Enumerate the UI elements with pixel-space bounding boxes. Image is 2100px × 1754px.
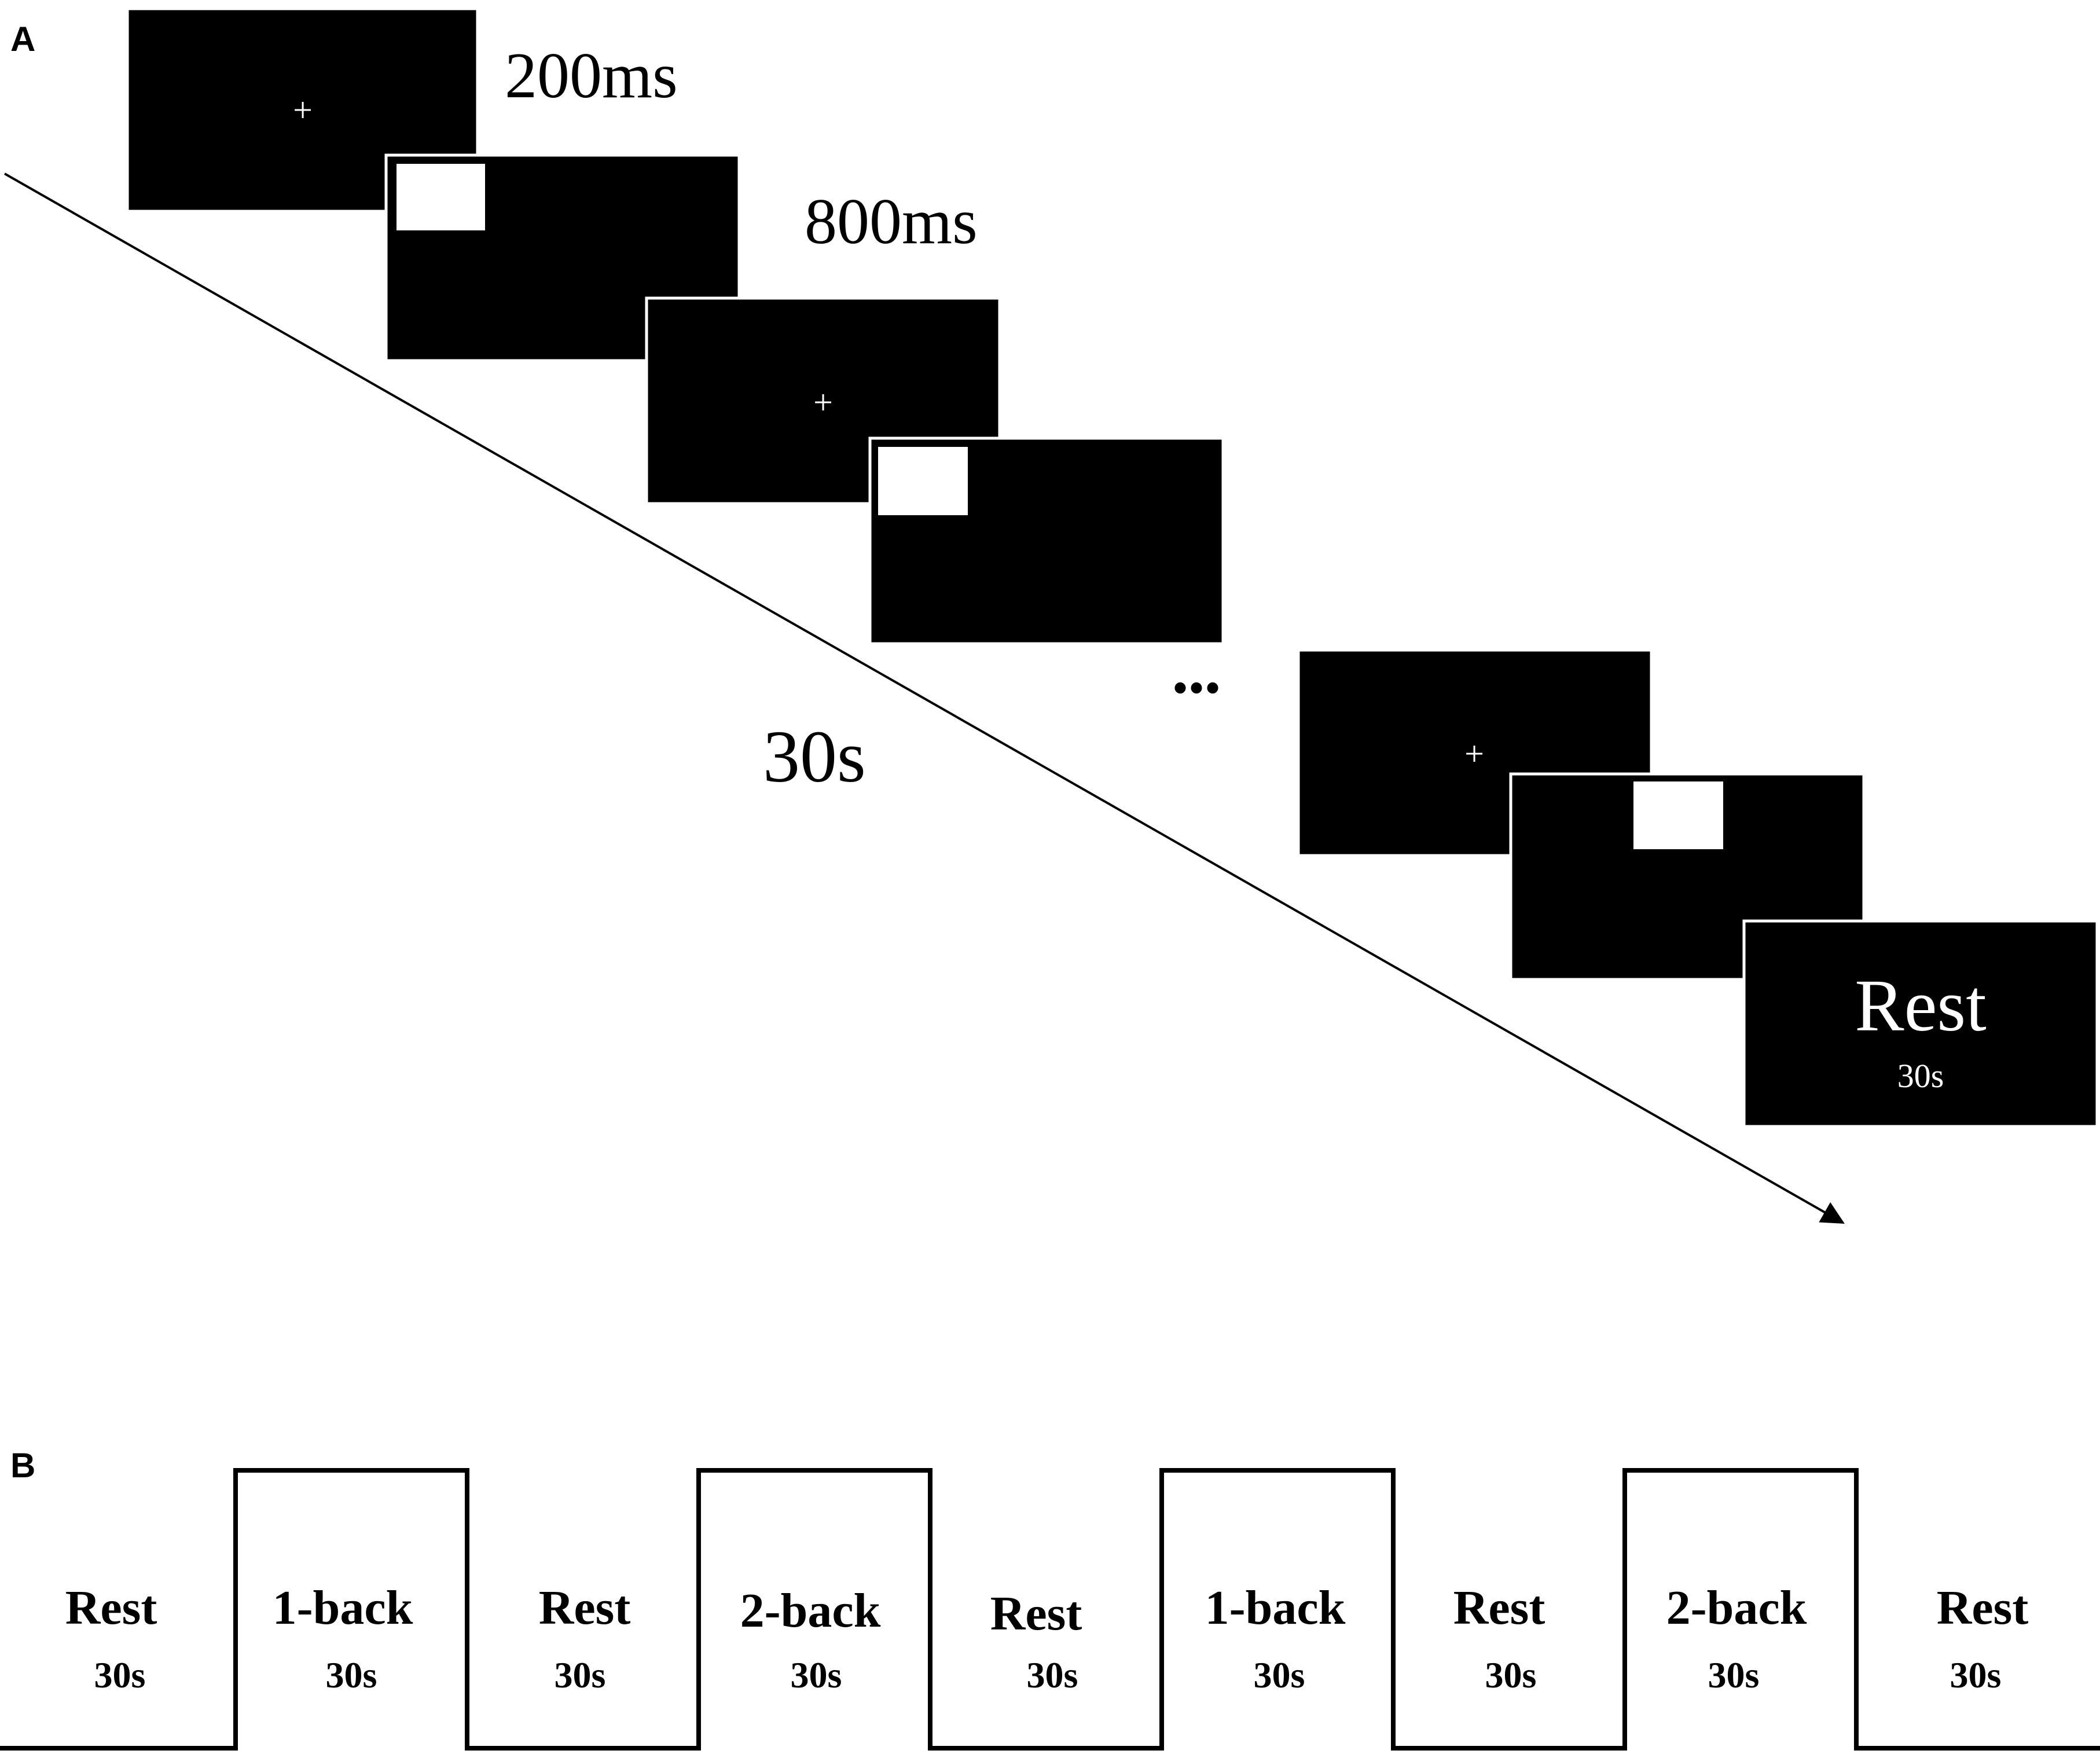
block-duration: 30s: [326, 1654, 377, 1696]
rest-screen: Rest 30s: [1742, 919, 2099, 1128]
stimulus-screen-2: [868, 436, 1225, 645]
stimulus-square: [1633, 781, 1723, 849]
fixation-cross: +: [293, 91, 313, 129]
block-name: 2-back: [1666, 1581, 1807, 1635]
block-duration: 30s: [1485, 1654, 1537, 1696]
panel-b-label: B: [10, 1446, 35, 1485]
block-duration: 30s: [1708, 1654, 1760, 1696]
block-name: Rest: [1937, 1581, 2029, 1635]
block-name: 1-back: [273, 1581, 413, 1635]
timeline-arrow: [4, 173, 1845, 1224]
block-name: Rest: [65, 1581, 157, 1635]
block-name: Rest: [539, 1581, 631, 1635]
rest-screen-title: Rest: [1855, 964, 1987, 1047]
block-name: Rest: [990, 1587, 1082, 1641]
ellipsis: •••: [1172, 663, 1221, 714]
rest-screen-duration: 30s: [1897, 1057, 1944, 1095]
block-duration: 30s: [791, 1654, 842, 1696]
stimulus-duration-label: 800ms: [805, 186, 978, 258]
block-name: Rest: [1453, 1581, 1545, 1635]
block-duration: 30s: [555, 1654, 606, 1696]
panel-a-label: A: [10, 20, 35, 58]
block-name: 2-back: [740, 1584, 881, 1638]
stimulus-square: [878, 447, 968, 515]
fixation-cross: +: [813, 383, 833, 421]
block-design-waveform: [0, 1468, 2100, 1751]
fixation-cross: +: [1464, 735, 1484, 773]
block-labels: Rest 30s 1-back 30s Rest 30s 2-back 30s …: [65, 1581, 2029, 1696]
block-duration: 30s: [1027, 1654, 1078, 1696]
block-duration-label: 30s: [763, 715, 866, 798]
block-duration: 30s: [1254, 1654, 1305, 1696]
block-duration: 30s: [94, 1654, 146, 1696]
stimulus-square: [396, 164, 485, 230]
block-duration: 30s: [1950, 1654, 2002, 1696]
fixation-duration-label: 200ms: [505, 40, 678, 112]
block-name: 1-back: [1205, 1581, 1346, 1635]
